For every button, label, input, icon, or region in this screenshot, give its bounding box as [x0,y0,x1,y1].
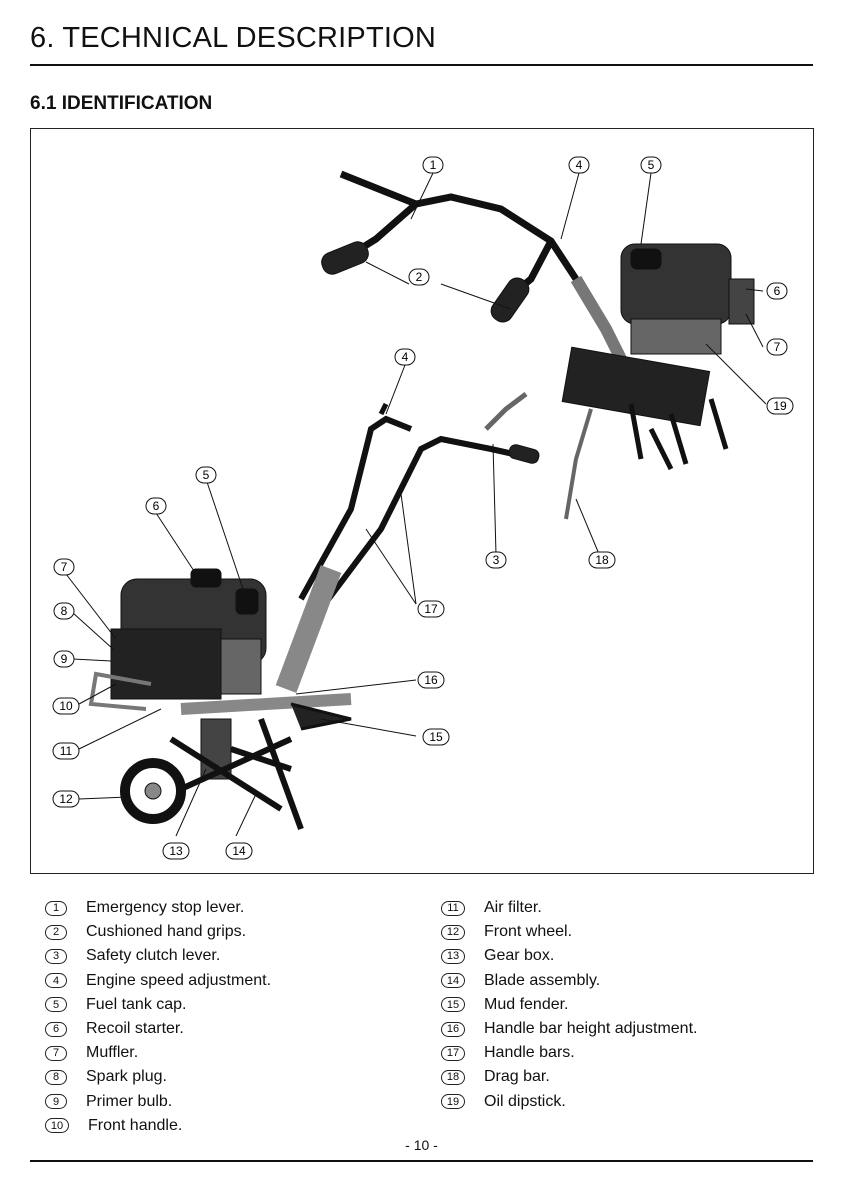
callout-2a: 2 [409,269,429,285]
callout-15: 15 [423,729,449,745]
callout-5a: 5 [641,157,661,173]
svg-text:3: 3 [493,553,500,567]
footer-rule [30,1160,813,1162]
callout-4a: 4 [569,157,589,173]
callout-7a: 7 [767,339,787,355]
svg-text:10: 10 [59,699,73,713]
svg-text:6: 6 [153,499,160,513]
svg-text:14: 14 [232,844,246,858]
svg-text:16: 16 [424,673,438,687]
callout-17: 17 [418,601,444,617]
callout-4b: 4 [395,349,415,365]
svg-text:4: 4 [402,350,409,364]
callout-3: 3 [486,552,506,568]
callout-9: 9 [54,651,74,667]
svg-text:7: 7 [774,340,781,354]
svg-text:2: 2 [416,270,423,284]
page-number: - 10 - [0,1137,843,1153]
svg-text:19: 19 [773,399,787,413]
callout-16: 16 [418,672,444,688]
callout-7b: 7 [54,559,74,575]
svg-text:9: 9 [61,652,68,666]
callout-13: 13 [163,843,189,859]
svg-text:17: 17 [424,602,438,616]
svg-text:5: 5 [203,468,210,482]
callout-19: 19 [767,398,793,414]
svg-text:15: 15 [429,730,443,744]
callout-11: 11 [53,743,79,759]
callout-5b: 5 [196,467,216,483]
callout-6a: 6 [767,283,787,299]
callout-10: 10 [53,698,79,714]
callout-8: 8 [54,603,74,619]
svg-text:5: 5 [648,158,655,172]
callout-12: 12 [53,791,79,807]
svg-text:18: 18 [595,553,609,567]
callout-6b: 6 [146,498,166,514]
svg-text:7: 7 [61,560,68,574]
svg-text:6: 6 [774,284,781,298]
callout-1a: 1 [423,157,443,173]
tiller-illustration: 1 2 4 5 6 7 19 4 3 18 17 5 6 7 8 9 10 11… [31,129,815,875]
tiller-front-view [91,394,540,829]
page-title: 6. TECHNICAL DESCRIPTION [30,22,436,55]
callout-label: 1 [430,158,437,172]
callout-18: 18 [589,552,615,568]
svg-text:12: 12 [59,792,73,806]
svg-text:8: 8 [61,604,68,618]
svg-text:11: 11 [60,744,73,758]
title-rule [30,64,813,66]
identification-figure: 1 2 4 5 6 7 19 4 3 18 17 5 6 7 8 9 10 11… [30,128,814,874]
callout-14: 14 [226,843,252,859]
section-title: 6.1 IDENTIFICATION [30,93,212,115]
svg-text:4: 4 [576,158,583,172]
tiller-rear-view [319,174,754,519]
svg-text:13: 13 [169,844,183,858]
